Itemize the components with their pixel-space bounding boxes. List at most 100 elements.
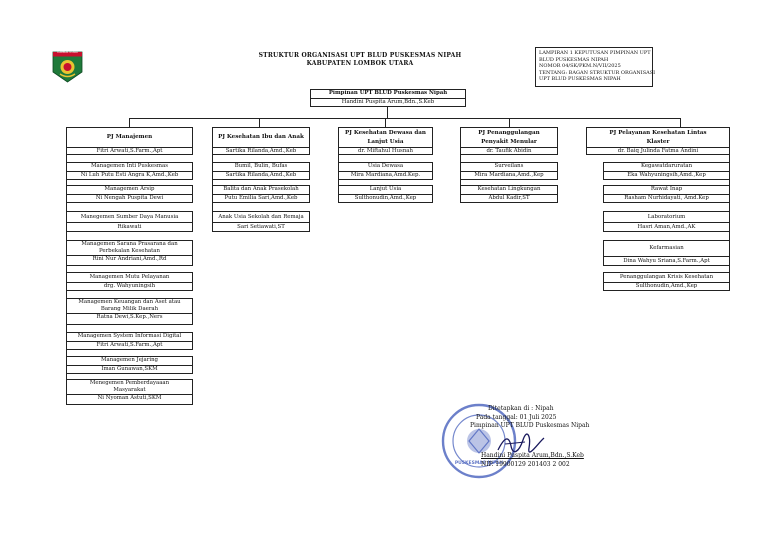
connector-line	[129, 118, 130, 127]
unit-title: Balita dan Anak Prasekolah	[223, 186, 299, 192]
unit-name: Mira Mardiana,Amd.,Kep	[461, 171, 557, 180]
unit-title-2: Perbekalan Kesehatan	[99, 248, 160, 254]
unit-box: Managemen Arsip Ni Nengah Puspita Dewi	[66, 185, 193, 203]
unit-box: Penanggulangan Krisis Kesehatan Sulthonu…	[603, 272, 730, 291]
unit-title: Surveilans	[494, 163, 524, 169]
connector-line	[387, 107, 388, 118]
unit-title: Manegemen Sumber Daya Manusia	[80, 214, 179, 220]
unit-name: Iman Gunawan,SKM	[67, 365, 192, 374]
unit-title: Laboratorium	[647, 214, 686, 220]
kabupaten-logo: LOMBOK UTARA	[51, 50, 84, 84]
unit-name: Ni Nengah Puspita Dewi	[67, 194, 192, 203]
unit-title: Anak Usia Sekolah dan Remaja	[218, 214, 304, 220]
unit-name: Rini Nur Andriani,Amd.,Rd	[67, 255, 192, 265]
unit-box: Bumil, Bulin, Bufas Sartika Rilanda,Amd.…	[212, 162, 310, 180]
unit-box: Laboratorium Hasri Aman,Amd.,AK	[603, 211, 730, 232]
unit-title: Managemen Jejaring	[100, 357, 158, 363]
unit-name: Dina Wahyu Sriana,S.Farm.,Apt	[604, 256, 729, 266]
unit-box: Rawat Inap Rasham Nurhidayati, Amd.Kep	[603, 185, 730, 203]
unit-box: Manegemen Sumber Daya Manusia Rikawati	[66, 211, 193, 232]
pimpinan-title: Pimpinan UPT BLUD Puskesmas Nipah	[328, 90, 448, 96]
unit-box: Anak Usia Sekolah dan Remaja Sari Setiaw…	[212, 211, 310, 232]
unit-name: Sartika Rilanda,Amd.,Keb	[213, 171, 309, 180]
pj-lintas-klaster-box: PJ Pelayanan Kesehatan Lintas Klaster dr…	[586, 127, 730, 155]
unit-box: Managemen Inti Puskesmas Ni Luh Putu Est…	[66, 162, 193, 180]
pimpinan-name: Handini Puspita Arum,Bdn.,S.Keb	[311, 98, 465, 107]
pj-dewasa-name: dr. Miftahul Husnah	[339, 147, 432, 156]
pj-manajemen-box: PJ Manajemen Fitri Arwati,S.Farm.,Apt	[66, 127, 193, 155]
signatory-name: Handini Puspita Arum,Bdn.,S.Keb	[481, 452, 584, 459]
unit-name: Putu Emilia Sari,Amd.,Keb	[213, 194, 309, 203]
unit-title: Managemen System Informasi Digital	[77, 333, 182, 339]
unit-name: Sulthonudin,Amd.,Kep	[604, 282, 729, 291]
unit-box: Usia Dewasa Mira Mardiana,Amd.Kep.	[338, 162, 433, 180]
unit-title: Lanjut Usia	[369, 186, 402, 192]
pj-lintas-klaster-name: dr. Baiq Julinda Fatma Andini	[587, 147, 729, 156]
logo-text: LOMBOK UTARA	[57, 50, 78, 54]
unit-box: Kefarmasian Dina Wahyu Sriana,S.Farm.,Ap…	[603, 240, 730, 266]
lampiran-box: LAMPIRAN 1 KEPUTUSAN PIMPINAN UPT BLUD P…	[535, 47, 655, 87]
unit-box: Menegemen Pemberdayaaan Masyarakat Ni Ny…	[66, 379, 193, 405]
stamp-seal-icon	[441, 403, 517, 479]
pj-lintas-klaster-head-2: Klaster	[646, 138, 670, 145]
unit-title: Rawat Inap	[650, 186, 683, 192]
pj-dewasa-head-2: Lanjut Usia	[367, 138, 404, 145]
pj-kia-head: PJ Kesehatan Ibu dan Anak	[218, 134, 304, 140]
pj-kia-name: Sartika Rilanda,Amd.,Keb	[213, 147, 309, 156]
pj-manajemen-name: Fitri Arwati,S.Farm.,Apt	[67, 147, 192, 156]
lampiran-line: UPT BLUD PUSKESMAS NIPAH	[539, 76, 621, 82]
unit-title: Kesehatan Lingkungan	[477, 186, 541, 192]
unit-name: Ni Luh Putu Esti Angra K,Amd.,Keb	[67, 171, 192, 180]
unit-box: Kegawatdaruratan Eka Wahyuningsih,Amd.,K…	[603, 162, 730, 180]
unit-name: Ni Nyoman Astuti,SKM	[67, 394, 192, 404]
connector-line	[129, 118, 680, 119]
lampiran-line: LAMPIRAN 1 KEPUTUSAN PIMPINAN UPT	[539, 50, 651, 56]
unit-name: Abdul Kadir,ST	[461, 194, 557, 203]
unit-box: Balita dan Anak Prasekolah Putu Emilia S…	[212, 185, 310, 203]
unit-title: Managemen Sarana Prasarana dan	[81, 241, 178, 247]
pj-dewasa-box: PJ Kesehatan Dewasa dan Lanjut Usia dr. …	[338, 127, 433, 155]
unit-title: Kegawatdaruratan	[640, 163, 693, 169]
unit-title: Managemen Keuangan dan Aset atau	[78, 299, 181, 305]
unit-box: Lanjut Usia Sulthonudin,Amd.,Kep	[338, 185, 433, 203]
pj-dewasa-head: PJ Kesehatan Dewasa dan	[345, 130, 426, 136]
unit-name: Fitri Arwati,S.Farm.,Apt	[67, 341, 192, 350]
pj-kia-box: PJ Kesehatan Ibu dan Anak Sartika Riland…	[212, 127, 310, 155]
signature-date: Pada tanggal: 01 Juli 2025	[476, 413, 557, 421]
pj-lintas-klaster-head: PJ Pelayanan Kesehatan Lintas	[609, 130, 707, 136]
unit-title: Kefarmasian	[649, 245, 684, 251]
pj-penyakit-name: dr. Taufik Abidin	[461, 147, 557, 156]
connector-line	[680, 118, 681, 127]
unit-box: Managemen System Informasi Digital Fitri…	[66, 332, 193, 350]
unit-name: Rasham Nurhidayati, Amd.Kep	[604, 194, 729, 203]
signature-place: Ditetapkan di : Nipah	[488, 405, 554, 412]
unit-name: Sulthonudin,Amd.,Kep	[339, 194, 432, 203]
lampiran-line: NOMOR 04/SK/PKM.N/VII/2025	[539, 63, 621, 69]
unit-name: Eka Wahyuningsih,Amd.,Kep	[604, 171, 729, 180]
document-title: STRUKTUR ORGANISASI UPT BLUD PUSKESMAS N…	[250, 52, 470, 67]
unit-title: Managemen Inti Puskesmas	[91, 163, 168, 169]
handwritten-signature	[495, 432, 547, 456]
unit-box: Managemen Mutu Pelayanan drg. Wahyunings…	[66, 272, 193, 291]
official-stamp: PUSKESMAS NIPAH	[441, 403, 517, 479]
stamp-text: PUSKESMAS NIPAH	[454, 461, 504, 466]
unit-name: Rikawati	[67, 222, 192, 232]
logo-emblem-icon	[52, 51, 83, 83]
unit-title: Bumil, Bulin, Bufas	[234, 163, 288, 169]
unit-box: Managemen Keuangan dan Aset atau Barang …	[66, 298, 193, 325]
unit-title: Managemen Arsip	[104, 186, 155, 192]
signature-block: Ditetapkan di : Nipah Pada tanggal: 01 J…	[470, 405, 589, 431]
unit-box: Managemen Jejaring Iman Gunawan,SKM	[66, 356, 193, 374]
unit-name: Ratna Dewi,S.Kep.,Ners	[67, 313, 192, 323]
unit-title: Menegemen Pemberdayaaan	[89, 380, 170, 386]
unit-name: Sari Setiawati,ST	[213, 222, 309, 232]
pj-penyakit-box: PJ Penanggulangan Penyakit Menular dr. T…	[460, 127, 558, 155]
connector-line	[509, 118, 510, 127]
unit-name: drg. Wahyuningsih	[67, 282, 192, 291]
unit-title-2: Barang Milik Daerah	[100, 306, 159, 312]
connector-line	[385, 118, 386, 127]
unit-title: Managemen Mutu Pelayanan	[89, 274, 170, 280]
signatory-nip: NIP. 19900129 201403 2 002	[481, 460, 570, 468]
pimpinan-box: Pimpinan UPT BLUD Puskesmas Nipah Handin…	[310, 89, 466, 107]
pj-penyakit-head-2: Penyakit Menular	[481, 138, 537, 145]
